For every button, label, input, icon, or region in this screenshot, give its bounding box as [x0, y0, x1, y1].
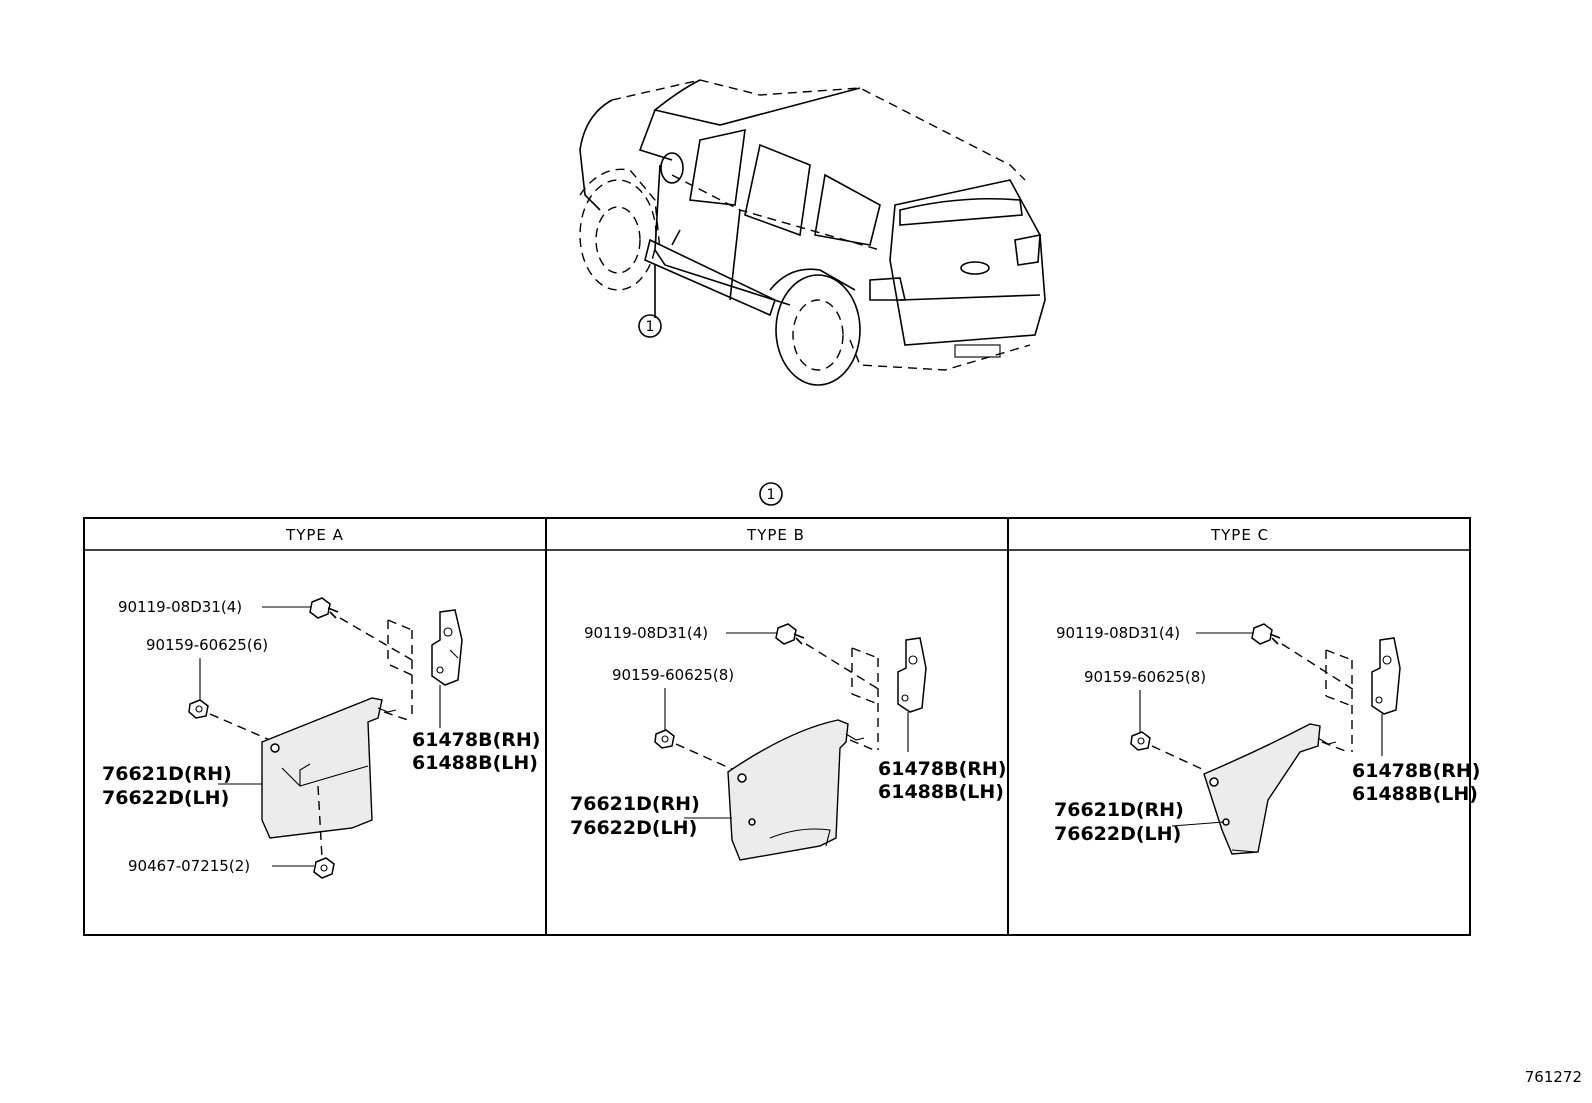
vehicle-callout-number: 1 — [646, 319, 655, 335]
panel-a-bolt-label: 90467-07215(2) — [128, 857, 250, 875]
panel-b-title: TYPE B — [746, 526, 805, 544]
mud-flap-icon — [727, 719, 865, 861]
panel-type-c: TYPE C 90119-08D31(4) 90159-60625(8) 614… — [1054, 526, 1480, 855]
panel-callout-number: 1 — [767, 487, 776, 503]
panel-b-bracket-rh-label: 61478B(RH) — [878, 758, 1006, 780]
panel-a-screw-label: 90119-08D31(4) — [118, 598, 242, 616]
vehicle-callout: 1 — [638, 314, 662, 338]
panel-type-a: TYPE A 90119-08D31(4) 90159-60625(6) 614… — [102, 526, 540, 879]
clip-icon — [654, 729, 675, 749]
panel-b-clip-label: 90159-60625(8) — [612, 666, 734, 684]
panel-type-b: TYPE B 90119-08D31(4) 90159-60625(8) 614… — [570, 526, 1006, 861]
bolt-icon — [313, 857, 335, 879]
bracket-icon — [1371, 637, 1401, 715]
screw-icon — [775, 623, 805, 645]
panel-c-bracket-lh-label: 61488B(LH) — [1352, 783, 1478, 805]
panel-c-flap-lh-label: 76622D(LH) — [1054, 823, 1181, 845]
panel-c-flap-rh-label: 76621D(RH) — [1054, 799, 1184, 821]
mud-flap-icon — [261, 697, 397, 839]
clip-icon — [188, 699, 209, 719]
panel-c-bracket-rh-label: 61478B(RH) — [1352, 760, 1480, 782]
panel-b-bracket-lh-label: 61488B(LH) — [878, 781, 1004, 803]
screw-icon — [1251, 623, 1281, 645]
panel-a-bracket-lh-label: 61488B(LH) — [412, 752, 538, 774]
panel-a-bracket-rh-label: 61478B(RH) — [412, 729, 540, 751]
panel-c-screw-label: 90119-08D31(4) — [1056, 624, 1180, 642]
figure-number: 761272 — [1525, 1068, 1582, 1086]
panel-c-clip-label: 90159-60625(8) — [1084, 668, 1206, 686]
panel-a-clip-label: 90159-60625(6) — [146, 636, 268, 654]
panel-a-flap-lh-label: 76622D(LH) — [102, 787, 229, 809]
panel-frame — [83, 517, 1471, 936]
mud-flap-icon — [1203, 723, 1337, 855]
panel-a-title: TYPE A — [285, 526, 344, 544]
panel-b-flap-rh-label: 76621D(RH) — [570, 793, 700, 815]
screw-icon — [309, 597, 339, 619]
clip-icon — [1130, 731, 1151, 751]
vehicle-illustration — [579, 79, 1046, 386]
panel-callout: 1 — [759, 482, 783, 506]
panel-c-title: TYPE C — [1210, 526, 1269, 544]
panel-b-flap-lh-label: 76622D(LH) — [570, 817, 697, 839]
bracket-icon — [431, 609, 463, 686]
panel-b-screw-label: 90119-08D31(4) — [584, 624, 708, 642]
panel-a-flap-rh-label: 76621D(RH) — [102, 763, 232, 785]
bracket-icon — [897, 637, 927, 713]
